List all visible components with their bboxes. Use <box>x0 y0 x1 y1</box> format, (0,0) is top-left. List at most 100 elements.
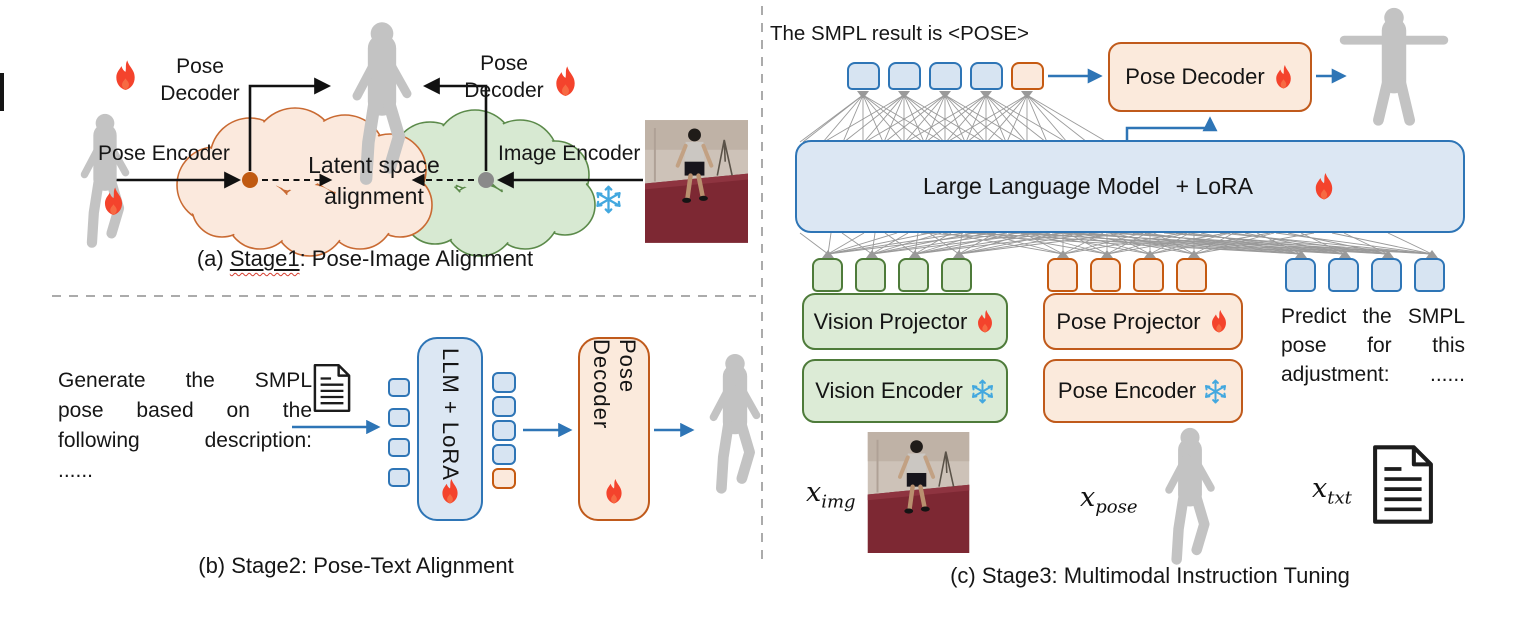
orange-token <box>1090 258 1121 292</box>
pose-decoder-label-right: Pose Decoder <box>464 52 544 102</box>
llm-attention-fan-top <box>799 91 1108 143</box>
pose-encoder-label: Pose Encoder <box>98 142 230 165</box>
prompt-line: pose for this <box>1281 334 1465 357</box>
x-txt-label: xtxt <box>1312 473 1352 509</box>
stage1-arrows <box>113 77 643 189</box>
green-token <box>941 258 972 292</box>
person-photo-a <box>645 120 748 243</box>
pose-mesh-input-a <box>84 114 125 243</box>
orange-token <box>492 468 516 489</box>
blue-token <box>847 62 880 90</box>
llm-lora-label: LLM + LoRA <box>438 347 463 481</box>
scan-edge-artifact <box>0 73 4 111</box>
image-encoder-label: Image Encoder <box>498 142 641 165</box>
stage2-prompt-text: Generate the SMPL pose based on the foll… <box>58 366 312 486</box>
smpl-result-text: The SMPL result is <POSE> <box>770 22 1030 45</box>
caption-stage3: (c) Stage3: Multimodal Instruction Tunin… <box>950 563 1350 588</box>
vision-token-row <box>812 258 972 292</box>
prompt-line: pose based on the <box>58 399 312 422</box>
pose-decoder-label-left: Pose Decoder <box>160 55 240 105</box>
stage3-output-token-row <box>847 62 1044 90</box>
pose-latent-dot <box>242 172 258 188</box>
snowflake-icon <box>1203 379 1228 404</box>
x-img-label: ximg <box>806 477 856 513</box>
text-token-row <box>1285 258 1445 292</box>
x-pose-label: xpose <box>1080 482 1138 518</box>
blue-token <box>492 396 516 417</box>
flame-icon <box>116 60 135 90</box>
green-token <box>898 258 929 292</box>
stage3-prompt-text: Predict the SMPL pose for this adjustmen… <box>1281 302 1465 389</box>
stage3-pose-decoder-box: Pose Decoder <box>1108 42 1312 112</box>
flame-icon <box>1272 63 1295 91</box>
caption-stage2: (b) Stage2: Pose-Text Alignment <box>198 553 514 578</box>
caption-a-prefix: (a) <box>196 246 230 271</box>
llm-attention-fan-bottom <box>799 232 1438 258</box>
stage2-output-token-column <box>492 372 516 489</box>
orange-token <box>1176 258 1207 292</box>
pose-mesh-output-c <box>1344 8 1444 120</box>
image-latent-dot <box>478 172 494 188</box>
blue-token <box>1371 258 1402 292</box>
flame-icon <box>1208 308 1230 335</box>
snowflake-icon <box>596 185 621 214</box>
flame-icon <box>1311 171 1337 202</box>
pose-encoder-box: Pose Encoder <box>1043 359 1243 423</box>
caption-a-rest: : Pose-Image Alignment <box>299 246 534 271</box>
pose-projector-label: Pose Projector <box>1056 308 1201 334</box>
flame-icon <box>974 308 996 335</box>
document-icon <box>1375 447 1431 521</box>
blue-token <box>492 372 516 393</box>
latent-space-label: Latent space alignment <box>308 152 440 209</box>
orange-token <box>1011 62 1044 90</box>
stage3-arrows <box>1048 68 1347 141</box>
document-icon <box>313 363 351 413</box>
pose-encoder-label: Pose Encoder <box>1057 378 1197 403</box>
prompt-line: Predict the SMPL <box>1281 305 1465 328</box>
flame-icon <box>602 477 626 506</box>
stage2-pose-decoder-box: Pose Decoder <box>578 337 650 521</box>
flame-icon <box>438 477 462 506</box>
blue-token <box>929 62 962 90</box>
stage2-input-token-column <box>388 378 410 487</box>
pose-projector-box: Pose Projector <box>1043 293 1243 350</box>
green-token <box>812 258 843 292</box>
blue-token <box>1414 258 1445 292</box>
pose-mesh-output-b <box>714 354 757 488</box>
blue-token <box>388 378 410 397</box>
prompt-line: ...... <box>58 459 94 482</box>
prompt-line: Generate the SMPL <box>58 369 312 392</box>
blue-token <box>888 62 921 90</box>
pose-decoder-label: Pose Decoder <box>589 339 640 430</box>
pose-mesh-input-c <box>1169 428 1211 560</box>
blue-token <box>388 408 410 427</box>
vision-encoder-label: Vision Encoder <box>815 378 963 403</box>
blue-token <box>970 62 1003 90</box>
vision-encoder-box: Vision Encoder <box>802 359 1008 423</box>
blue-token <box>1328 258 1359 292</box>
prompt-line: following description: <box>58 429 312 452</box>
stage1-clouds <box>176 107 596 257</box>
horizontal-divider <box>52 295 756 297</box>
stage3-llm-box: Large Language Model + LoRA <box>795 140 1465 233</box>
green-token <box>855 258 886 292</box>
orange-token <box>1047 258 1078 292</box>
caption-a-stage1: Stage1 <box>229 246 300 271</box>
llm-label: Large Language Model <box>923 173 1160 199</box>
vision-projector-label: Vision Projector <box>813 308 968 334</box>
prompt-line: adjustment: ...... <box>1281 363 1465 386</box>
vision-projector-box: Vision Projector <box>802 293 1008 350</box>
stage2-llm-box: LLM + LoRA <box>417 337 483 521</box>
lora-label: + LoRA <box>1175 173 1253 199</box>
blue-token <box>492 444 516 465</box>
blue-token <box>388 468 410 487</box>
blue-token <box>388 438 410 457</box>
pose-token-row <box>1047 258 1207 292</box>
caption-stage1: (a) Stage1: Pose-Image Alignment <box>160 246 570 272</box>
orange-token <box>1133 258 1164 292</box>
pose-decoder-label: Pose Decoder <box>1125 64 1265 89</box>
vertical-divider <box>761 6 763 560</box>
stage2-arrows <box>292 419 695 438</box>
